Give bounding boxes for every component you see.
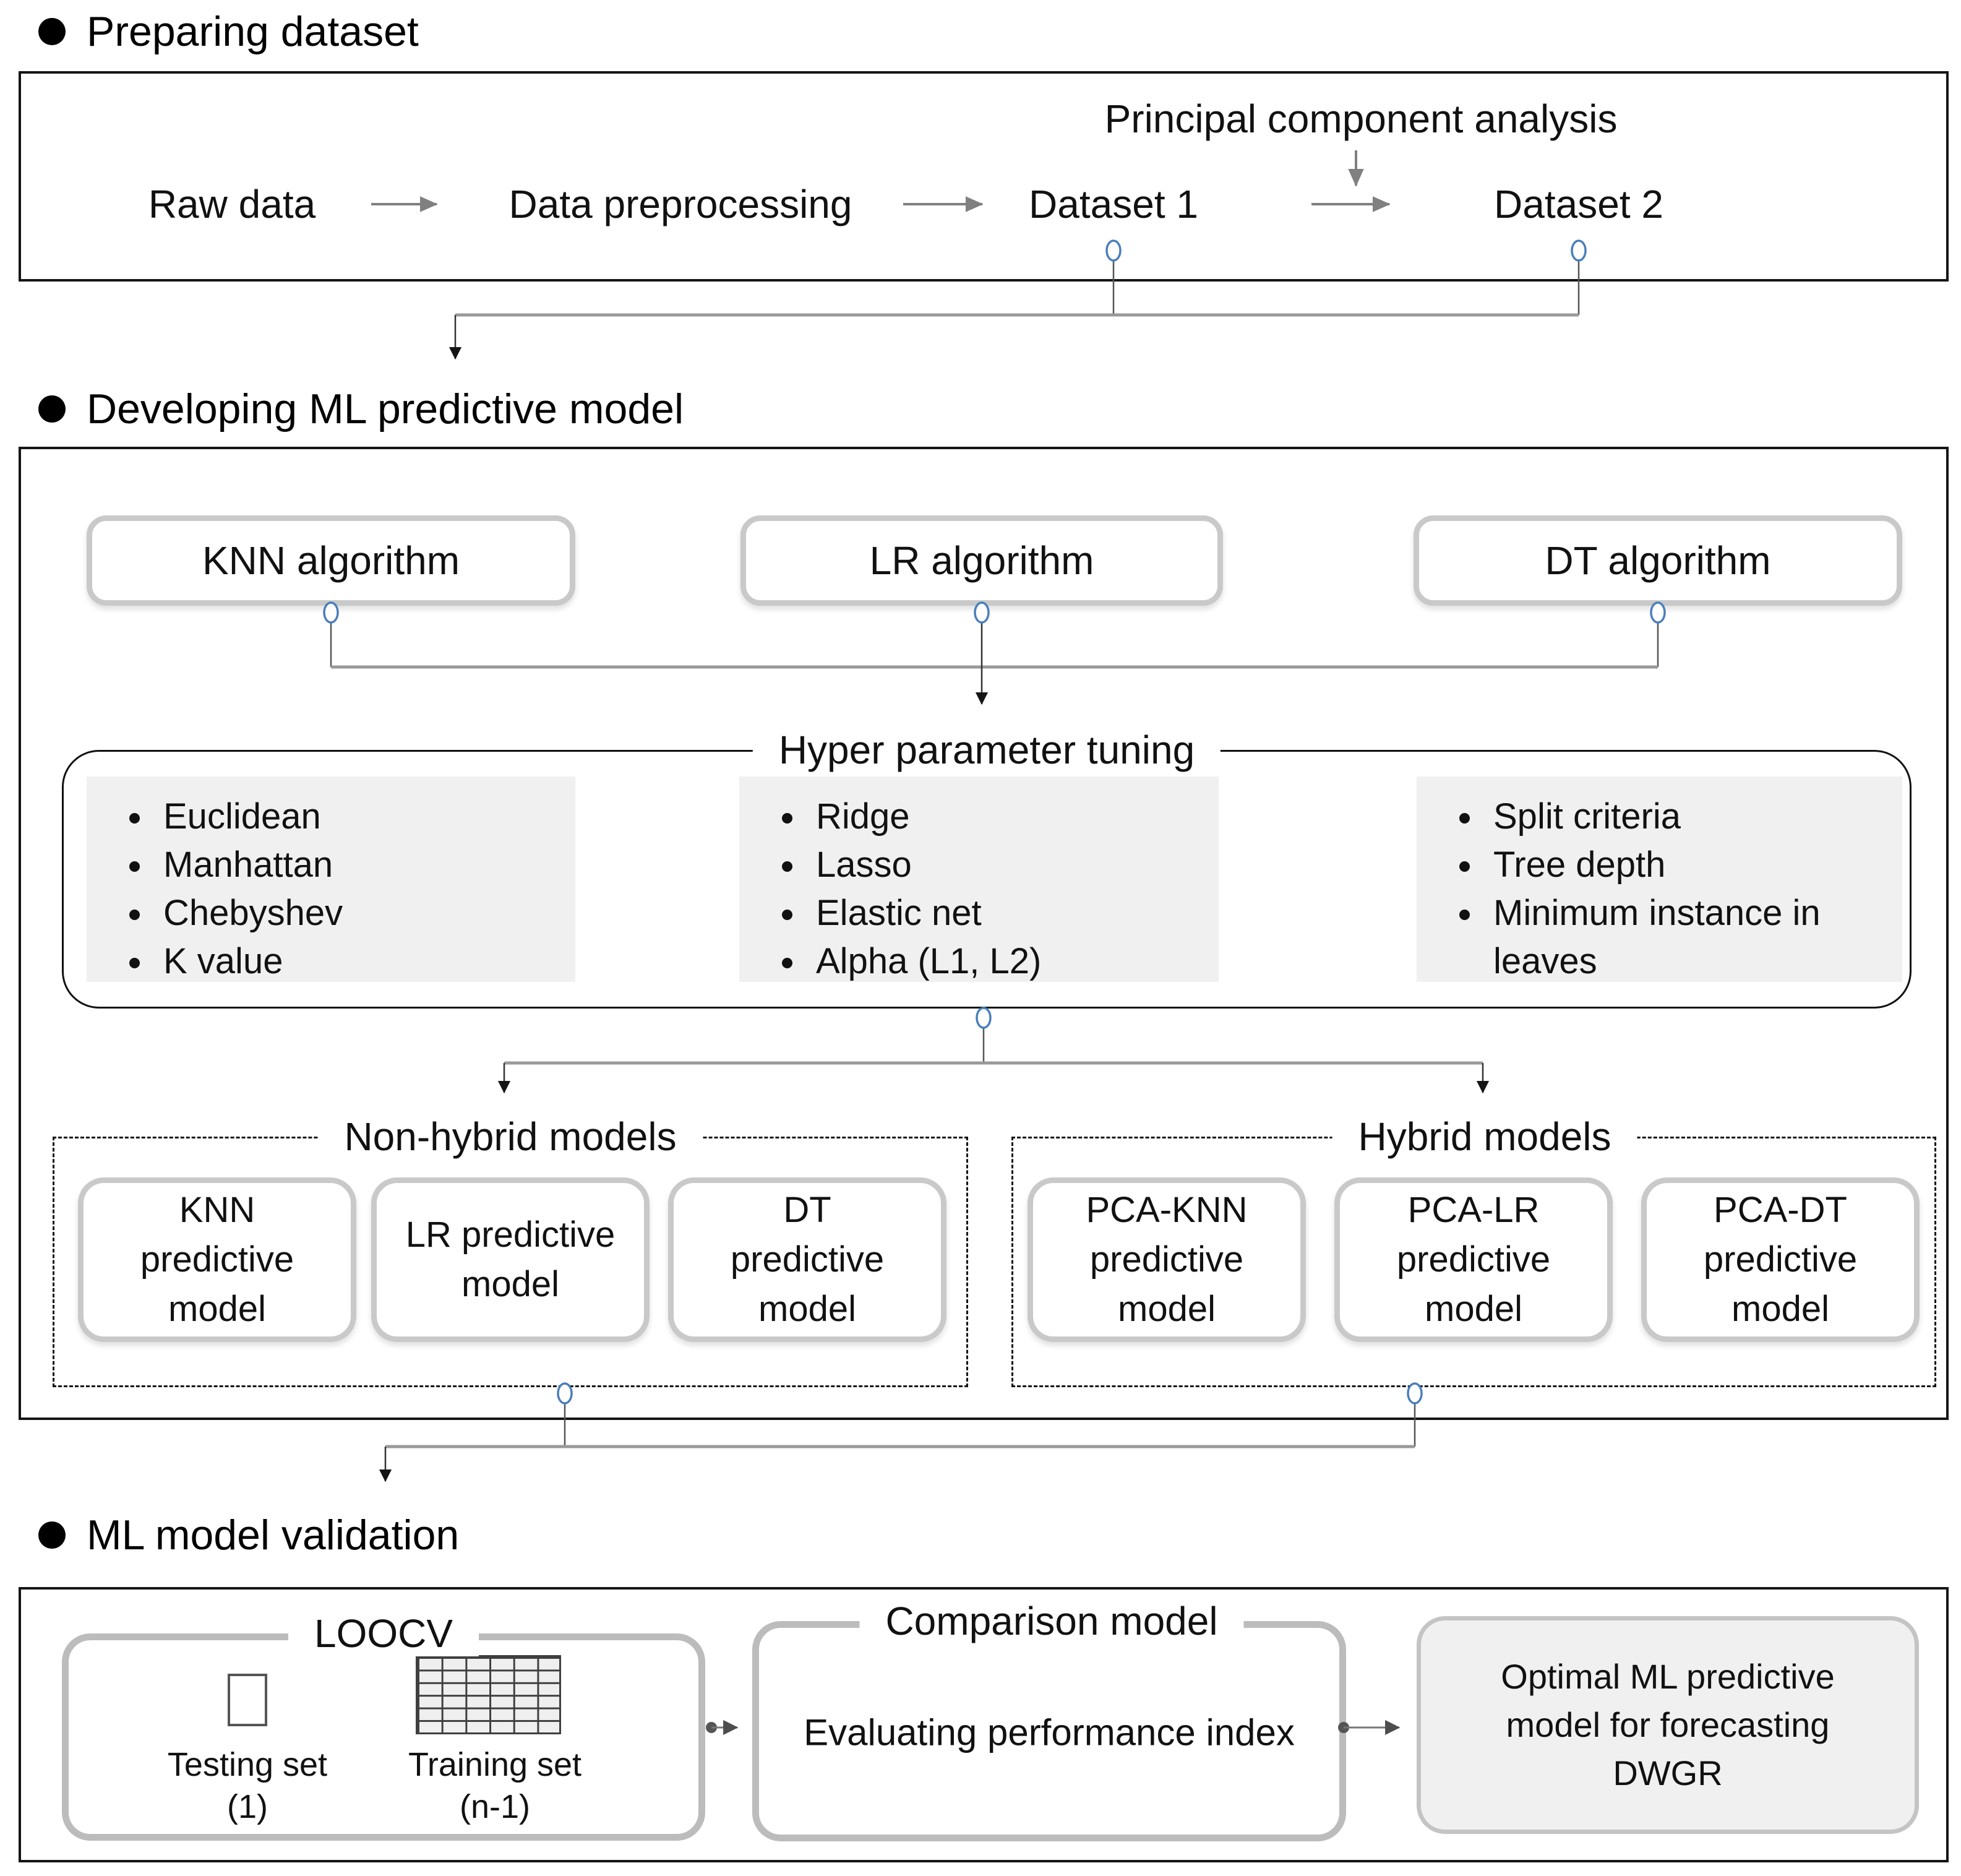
training-set-label: Training set (n-1): [408, 1744, 581, 1828]
flow-label-dataset-1: Dataset 1: [1029, 182, 1198, 226]
label-line: (n-1): [459, 1788, 530, 1825]
model-box-lr: LR predictive model: [371, 1177, 650, 1342]
list-item: Elastic net: [807, 889, 1200, 937]
model-label: PCA-KNN predictive model: [1086, 1190, 1248, 1329]
list-item: Lasso: [807, 841, 1200, 889]
model-box-knn: KNN predictive model: [78, 1177, 356, 1342]
list-item: Manhattan: [155, 841, 557, 889]
algorithm-label: LR algorithm: [869, 538, 1094, 583]
algorithm-box-lr: LR algorithm: [740, 515, 1223, 606]
model-label: DT predictive model: [730, 1190, 885, 1329]
param-list-knn: Euclidean Manhattan Chebyshev K value: [87, 777, 575, 982]
model-box-pca-dt: PCA-DT predictive model: [1641, 1177, 1920, 1342]
flow-label-dataset-2: Dataset 2: [1494, 182, 1663, 226]
label-line: Testing set: [167, 1746, 328, 1783]
section-heading-preparing: Preparing dataset: [38, 7, 419, 56]
list-item: Euclidean: [155, 793, 557, 841]
label-line: (1): [226, 1788, 268, 1825]
algorithm-box-dt: DT algorithm: [1414, 515, 1902, 606]
param-list-lr: Ridge Lasso Elastic net Alpha (L1, L2): [739, 777, 1219, 982]
param-list-dt: Split criteria Tree depth Minimum instan…: [1417, 777, 1902, 982]
heading-label: Preparing dataset: [87, 8, 419, 55]
list-item: Chebyshev: [155, 889, 557, 937]
hyperparameter-tuning-title: Hyper parameter tuning: [752, 727, 1221, 773]
heading-label: Developing ML predictive model: [87, 385, 684, 432]
model-box-pca-knn: PCA-KNN predictive model: [1028, 1177, 1306, 1342]
optimal-model-label: Optimal ML predictive model for forecast…: [1501, 1657, 1835, 1792]
list-item: Minimum instance in leaves: [1485, 889, 1884, 986]
list-item: Ridge: [807, 793, 1200, 841]
model-label: PCA-DT predictive model: [1703, 1190, 1858, 1329]
preparing-dataset-box: [19, 71, 1949, 282]
bullet-icon: [38, 1521, 66, 1549]
comparison-title: Comparison model: [859, 1598, 1244, 1644]
bullet-icon: [38, 395, 66, 423]
training-set-grid-icon: [416, 1655, 561, 1734]
testing-set-label: Testing set (1): [168, 1744, 327, 1828]
model-label: PCA-LR predictive model: [1396, 1190, 1551, 1329]
optimal-model-box: Optimal ML predictive model for forecast…: [1417, 1616, 1919, 1834]
hybrid-models-title: Hybrid models: [1332, 1114, 1637, 1160]
list-item: K value: [155, 937, 557, 986]
algorithm-box-knn: KNN algorithm: [87, 515, 575, 606]
flow-label-raw-data: Raw data: [148, 182, 316, 226]
model-box-dt: DT predictive model: [668, 1177, 946, 1342]
nonhybrid-models-title: Non-hybrid models: [318, 1114, 703, 1160]
loocv-box: [62, 1633, 705, 1841]
model-label: LR predictive model: [405, 1215, 616, 1304]
testing-set-icon: [228, 1674, 267, 1726]
label-line: Training set: [408, 1746, 582, 1783]
comparison-body-label: Evaluating performance index: [804, 1711, 1295, 1753]
loocv-title: LOOCV: [288, 1611, 479, 1656]
flow-label-data-preprocessing: Data preprocessing: [508, 182, 852, 226]
pca-label: Principal component analysis: [1104, 97, 1618, 141]
list-item: Split criteria: [1485, 793, 1884, 841]
model-label: KNN predictive model: [140, 1190, 294, 1329]
algorithm-label: DT algorithm: [1545, 538, 1771, 583]
section-heading-developing: Developing ML predictive model: [38, 385, 684, 433]
list-item: Alpha (L1, L2): [807, 937, 1200, 986]
bullet-icon: [38, 18, 66, 45]
model-box-pca-lr: PCA-LR predictive model: [1334, 1177, 1613, 1342]
heading-label: ML model validation: [87, 1512, 460, 1559]
section-heading-validation: ML model validation: [38, 1511, 459, 1559]
algorithm-label: KNN algorithm: [202, 538, 460, 583]
list-item: Tree depth: [1485, 841, 1884, 889]
